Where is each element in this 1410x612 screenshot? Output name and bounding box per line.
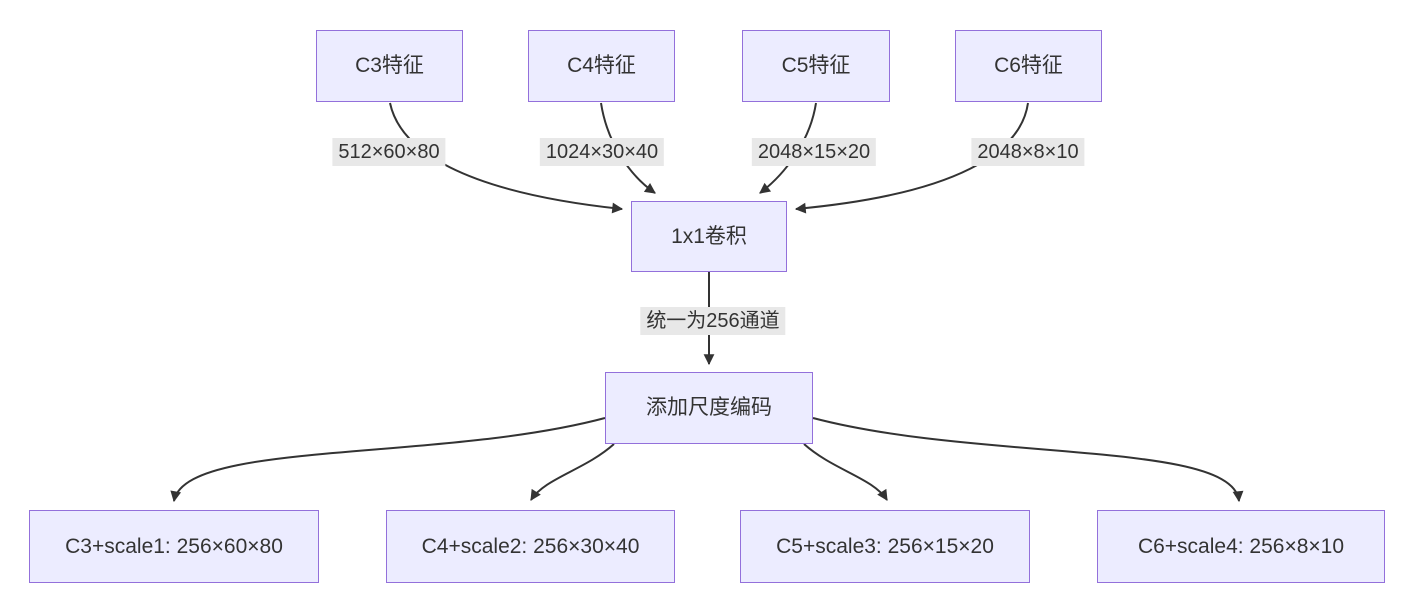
edge-label-conv-to-scale: 统一为256通道 [640,307,786,335]
edge-c6-to-conv [794,102,1029,214]
node-c3: C3特征 [316,30,463,102]
edge-label-c4-to-conv: 1024×30×40 [539,138,665,166]
node-out2: C4+scale2: 256×30×40 [386,510,675,583]
node-c6: C6特征 [955,30,1102,102]
edge-label-c3-to-conv: 512×60×80 [332,138,446,166]
edge-label-c6-to-conv: 2048×8×10 [971,138,1085,166]
edge-scale-to-out4 [812,417,1244,503]
edge-scale-to-out1 [170,417,606,503]
edge-label-c5-to-conv: 2048×15×20 [751,138,877,166]
edge-scale-to-out2 [530,443,615,501]
node-conv: 1x1卷积 [631,201,787,272]
node-out1: C3+scale1: 256×60×80 [29,510,319,583]
node-c5: C5特征 [742,30,890,102]
node-out4: C6+scale4: 256×8×10 [1097,510,1385,583]
edge-scale-to-out3 [803,443,888,501]
node-out3: C5+scale3: 256×15×20 [740,510,1030,583]
node-scale: 添加尺度编码 [605,372,813,444]
node-c4: C4特征 [528,30,675,102]
edge-c3-to-conv [389,102,624,214]
